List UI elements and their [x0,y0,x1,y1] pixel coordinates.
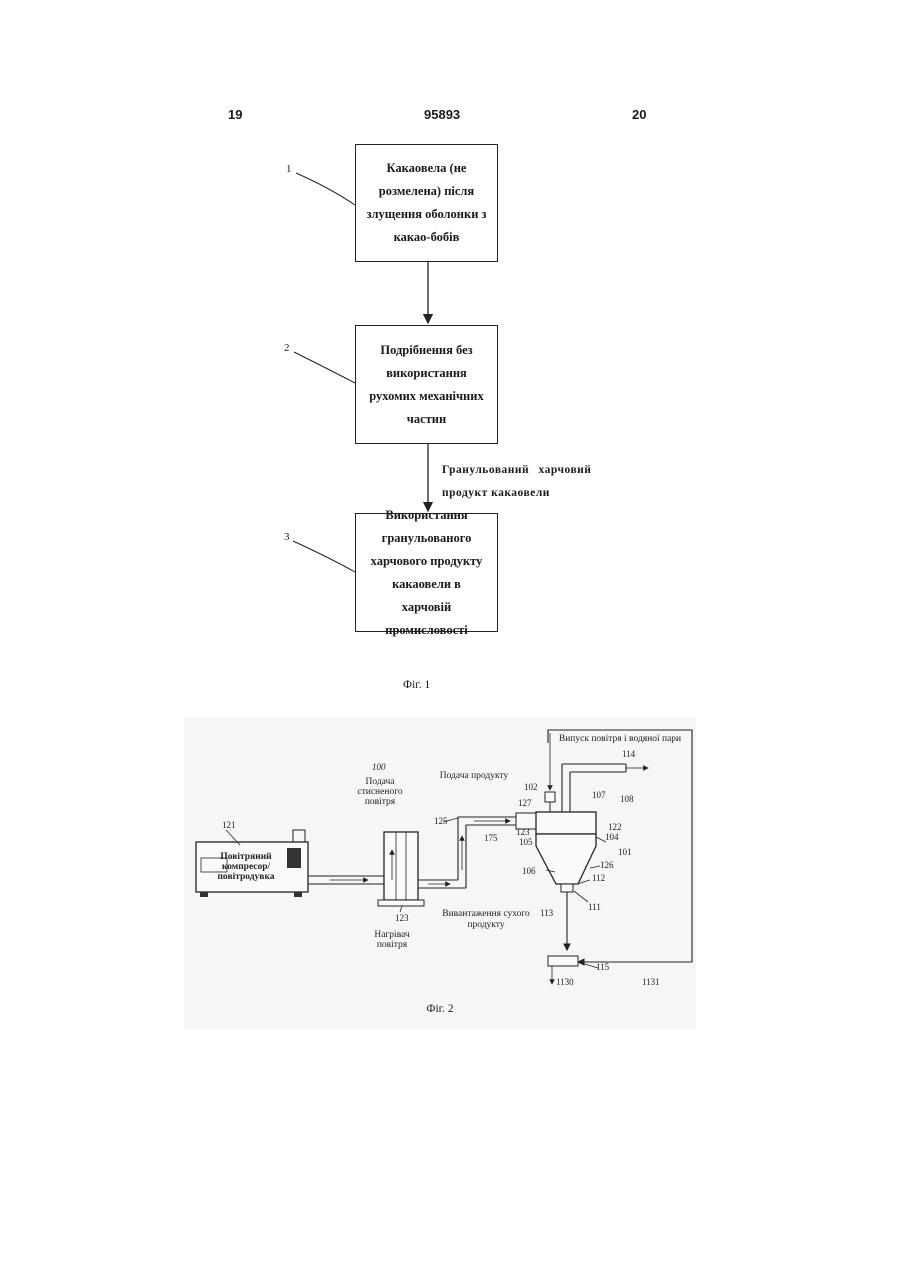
ref-121: 121 [222,820,236,830]
ref-104: 104 [605,832,619,842]
ref-175: 175 [484,833,498,843]
ref-126: 126 [600,860,614,870]
ref-123a: 123 [395,913,409,923]
ref-108: 108 [620,794,634,804]
ref-125: 125 [434,816,448,826]
ref-122: 122 [608,822,622,832]
separator-outlet [561,884,573,892]
ref-101: 101 [618,847,632,857]
ref-111: 111 [588,902,601,912]
ref-105: 105 [519,837,533,847]
compressed-air-label-2: стисненого [357,787,402,797]
compressed-air-label-1: Подача [365,777,395,787]
compressor-panel [287,848,301,868]
compressor-foot-right [294,892,302,897]
air-heater [384,832,418,900]
unload-label-1: Вивантаження сухого [442,909,530,919]
ref-127: 127 [518,798,532,808]
heater-label-1: Нагрівач [374,930,410,940]
steam-outlet-label: Випуск повітря і водяної пари [559,734,681,744]
ref-1130: 1130 [556,977,574,987]
ref-123b: 123 [516,827,530,837]
ref-112: 112 [592,873,605,883]
ref-114: 114 [622,749,636,759]
heater-label-2: повітря [377,940,408,950]
ref-115: 115 [596,962,610,972]
product-feed-label: Подача продукту [440,771,509,781]
ref-1131: 1131 [642,977,660,987]
compressed-air-label-3: повітря [365,797,396,807]
compressor-label-3: повітродувка [217,871,274,882]
discharge-valve [548,956,578,966]
ref-106: 106 [522,866,536,876]
ref-113: 113 [540,908,554,918]
compressor-foot-left [200,892,208,897]
ref-100: 100 [372,762,386,772]
compressor-label-1: Повітряний [220,851,272,862]
product-inlet [545,792,555,802]
compressor-label-2: компресор/ [222,862,271,872]
separator-top [536,812,596,834]
unload-label-2: продукту [467,920,504,930]
fig2-caption: Фіг. 2 [426,1003,453,1015]
ref-102: 102 [524,782,538,792]
heater-base [378,900,424,906]
ref-107: 107 [592,790,606,800]
